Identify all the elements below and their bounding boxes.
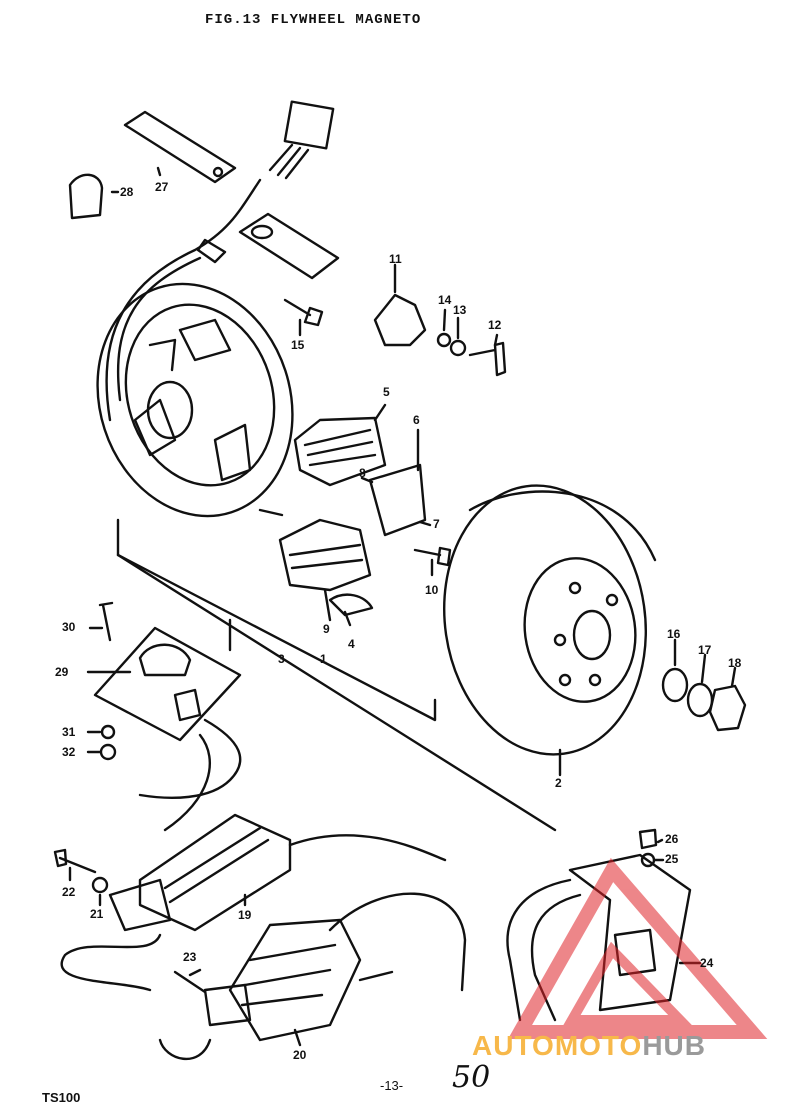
callout-25: 25 bbox=[665, 852, 679, 866]
stator-base-plate bbox=[96, 282, 294, 518]
callout-17: 17 bbox=[698, 643, 712, 657]
callout-10: 10 bbox=[425, 583, 439, 597]
callout-16: 16 bbox=[667, 627, 681, 641]
callout-14: 14 bbox=[438, 293, 452, 307]
callout-13: 13 bbox=[453, 303, 467, 317]
watermark-text: AUTOMOTOHUB bbox=[472, 1030, 706, 1062]
harness-connector bbox=[283, 100, 335, 150]
callout-30: 30 bbox=[62, 620, 76, 634]
washer-16 bbox=[661, 667, 689, 703]
figure-title: FIG.13 FLYWHEEL MAGNETO bbox=[205, 12, 422, 28]
washer-31 bbox=[100, 724, 116, 740]
callout-9: 9 bbox=[323, 622, 330, 636]
callout-5: 5 bbox=[383, 385, 390, 399]
rectifier-29 bbox=[93, 626, 242, 742]
screw-15 bbox=[283, 298, 324, 327]
bolt-26 bbox=[638, 828, 658, 850]
wire-clamp-28 bbox=[68, 173, 104, 220]
callout-23: 23 bbox=[183, 950, 197, 964]
callout-18: 18 bbox=[728, 656, 742, 670]
callout-22: 22 bbox=[62, 885, 76, 899]
screw-10 bbox=[413, 546, 452, 567]
bolt-22 bbox=[53, 848, 97, 874]
callout-21: 21 bbox=[90, 907, 104, 921]
callout-2: 2 bbox=[555, 776, 562, 790]
screw-30 bbox=[98, 601, 114, 642]
cam-4 bbox=[328, 593, 374, 617]
bolt-23 bbox=[173, 970, 207, 994]
contact-breaker-11 bbox=[373, 293, 427, 347]
ignition-coil-unit bbox=[278, 518, 372, 592]
callout-26: 26 bbox=[665, 832, 679, 846]
callout-27: 27 bbox=[155, 180, 169, 194]
callout-1: 1 bbox=[320, 652, 327, 666]
washer-14 bbox=[436, 332, 452, 348]
callout-6: 6 bbox=[413, 413, 420, 427]
washer-21 bbox=[91, 876, 109, 894]
screw-12 bbox=[468, 341, 507, 377]
watermark-text-part2: HUB bbox=[642, 1030, 706, 1061]
callout-19: 19 bbox=[238, 908, 252, 922]
callout-4: 4 bbox=[348, 637, 355, 651]
watermark-logo bbox=[507, 857, 768, 1039]
page-number: -13- bbox=[380, 1078, 404, 1093]
nut-32 bbox=[99, 743, 117, 761]
wire-harness bbox=[105, 178, 262, 422]
condenser-6 bbox=[368, 463, 427, 537]
flywheel-rotor-2 bbox=[443, 484, 657, 756]
ignition-coil-19 bbox=[108, 813, 292, 932]
clamp-plate-27 bbox=[123, 110, 237, 184]
model-label: TS100 bbox=[42, 1090, 81, 1105]
callout-7: 7 bbox=[433, 517, 440, 531]
callout-12: 12 bbox=[488, 318, 502, 332]
callout-24: 24 bbox=[700, 956, 714, 970]
callout-20: 20 bbox=[293, 1048, 307, 1062]
callout-31: 31 bbox=[62, 725, 76, 739]
watermark-text-part1: AUTOMOTO bbox=[472, 1030, 643, 1061]
washer-13 bbox=[449, 339, 467, 357]
callout-15: 15 bbox=[291, 338, 305, 352]
callout-28: 28 bbox=[120, 185, 134, 199]
washer-17 bbox=[686, 682, 714, 718]
callout-3: 3 bbox=[278, 652, 285, 666]
assembly-bracket-3 bbox=[116, 553, 437, 722]
grommet bbox=[238, 212, 340, 280]
callout-11: 11 bbox=[389, 252, 402, 266]
callout-8: 8 bbox=[359, 466, 366, 480]
callout-29: 29 bbox=[55, 665, 69, 679]
callout-32: 32 bbox=[62, 745, 76, 759]
handwritten-note: 50 bbox=[452, 1060, 491, 1095]
nut-18 bbox=[708, 684, 747, 732]
lighting-coil bbox=[293, 416, 387, 487]
ignition-unit-20 bbox=[203, 918, 362, 1042]
